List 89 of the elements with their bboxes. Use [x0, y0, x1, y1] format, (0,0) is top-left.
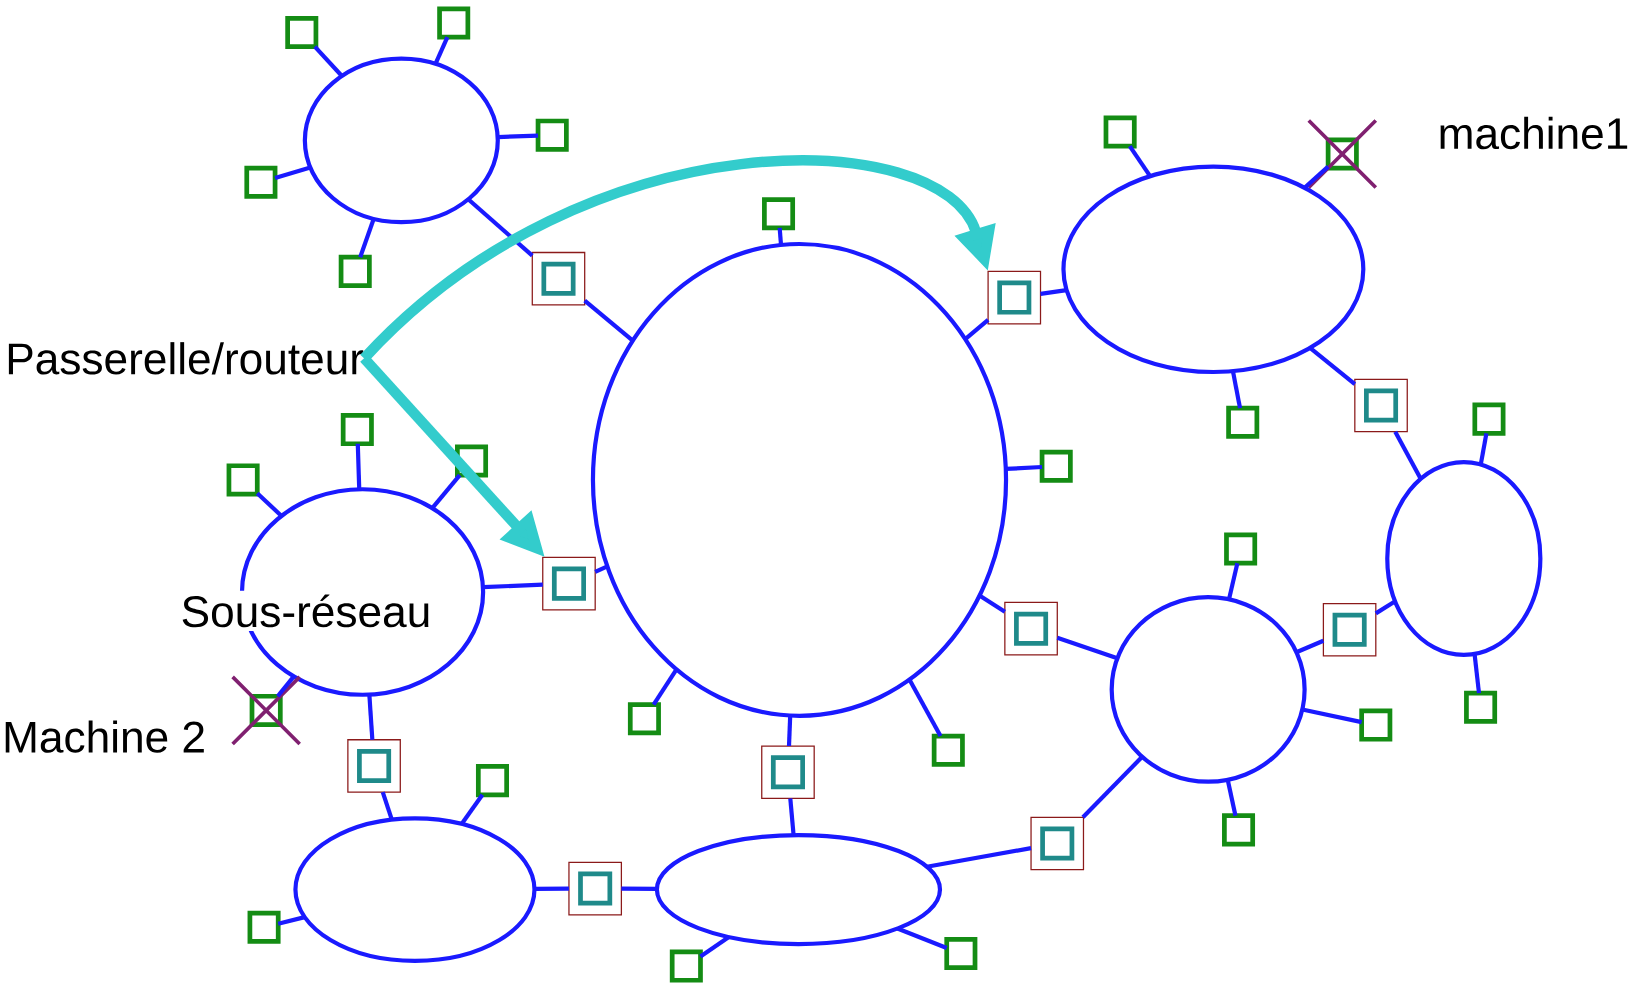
- router-box: [531, 251, 586, 306]
- network-ring: [1385, 459, 1543, 657]
- network-link: [534, 886, 569, 891]
- subnet-label: Sous-réseau: [176, 590, 435, 632]
- network-link: [482, 582, 543, 590]
- network-link: [1472, 653, 1482, 694]
- machine-box: [247, 910, 281, 944]
- network-link: [699, 935, 731, 959]
- network-link: [907, 678, 943, 738]
- pointer-label: Passerelle/routeur: [8, 342, 364, 375]
- network-ring: [590, 241, 1009, 718]
- network-link: [274, 165, 311, 181]
- machine-box: [340, 413, 374, 447]
- machine-box: [1103, 115, 1137, 149]
- network-link: [355, 443, 362, 490]
- router-box: [568, 861, 622, 916]
- network-link: [358, 218, 376, 258]
- router-box: [1004, 601, 1058, 656]
- machine-box: [1224, 532, 1258, 566]
- network-link: [380, 791, 394, 821]
- network-link: [1295, 638, 1325, 655]
- machine-label: Machine 2: [5, 720, 204, 753]
- network-link: [1230, 370, 1243, 409]
- machine-box: [475, 764, 509, 798]
- machine-box: [944, 936, 978, 970]
- network-link: [963, 318, 990, 341]
- router-box: [542, 556, 596, 611]
- network-link: [896, 926, 948, 950]
- machine-box: [1226, 405, 1260, 439]
- network-link: [255, 491, 283, 518]
- network-link: [1393, 430, 1423, 480]
- network-link: [594, 564, 609, 574]
- network-link: [430, 473, 462, 510]
- machine-box: [285, 15, 319, 49]
- network-link: [786, 715, 793, 747]
- network-link: [926, 846, 1032, 869]
- network-link: [367, 694, 375, 740]
- network-link: [466, 197, 534, 258]
- network-link: [1303, 165, 1330, 190]
- machine-box: [455, 444, 489, 478]
- machine-box: [931, 733, 965, 767]
- machine-box: [1359, 708, 1393, 742]
- network-link: [459, 793, 485, 826]
- machine-box: [244, 165, 278, 199]
- network-ring: [293, 816, 537, 963]
- machine-box: [627, 702, 661, 736]
- router-box: [761, 745, 815, 800]
- network-link: [1225, 779, 1238, 817]
- machine-label: machine1: [1440, 116, 1628, 150]
- machine-box: [437, 6, 471, 40]
- network-link: [1226, 562, 1240, 600]
- router-box: [347, 739, 401, 793]
- network-link: [1308, 346, 1357, 386]
- machine-box: [1464, 690, 1498, 724]
- network-link: [277, 915, 306, 926]
- network-ring: [302, 56, 500, 225]
- network-link: [1056, 635, 1119, 661]
- machine-box: [1222, 813, 1256, 847]
- machine-box: [1039, 449, 1073, 483]
- machine-box: [338, 254, 372, 288]
- network-link: [651, 668, 679, 706]
- machine-box: [669, 949, 703, 983]
- network-link: [497, 133, 539, 140]
- network-link: [1005, 464, 1043, 471]
- network-link: [1128, 144, 1152, 178]
- router-box: [1354, 378, 1408, 433]
- network-link: [788, 798, 796, 836]
- network-ring: [1109, 595, 1307, 784]
- machine-box: [762, 197, 796, 231]
- network-ring: [654, 832, 943, 947]
- network-ring: [1061, 164, 1366, 375]
- network-link: [433, 36, 450, 65]
- router-box: [1322, 602, 1377, 657]
- network-link: [1040, 288, 1067, 296]
- network-link: [1478, 432, 1489, 465]
- network-link: [313, 45, 344, 78]
- network-link: [583, 298, 635, 343]
- router-box: [1030, 816, 1085, 871]
- network-link: [1301, 707, 1363, 725]
- machine-box: [535, 118, 569, 152]
- network-link: [978, 593, 1006, 614]
- network-link: [276, 675, 296, 698]
- network-link: [621, 886, 657, 891]
- network-link: [1081, 755, 1144, 819]
- router-box: [987, 270, 1042, 325]
- machine-box: [1472, 402, 1506, 436]
- machine-box: [226, 463, 260, 497]
- network-link: [777, 227, 784, 246]
- network-link: [1374, 599, 1397, 616]
